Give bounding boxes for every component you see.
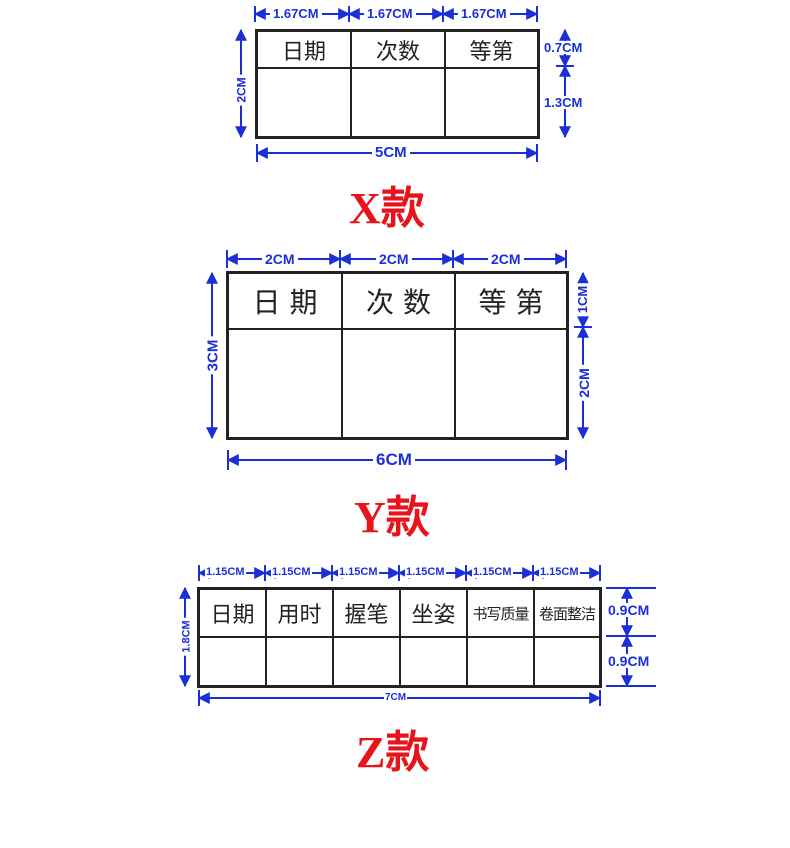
z-stamp-table: 日期 用时 握笔 坐姿 书写质量 卷面整洁 xyxy=(197,587,602,688)
x-cell-grade xyxy=(446,69,537,136)
y-stamp-table: 日 期 次 数 等 第 xyxy=(226,271,569,440)
x-header-height-dim: 0.7CM xyxy=(541,41,586,54)
z-width-dim: 7CM xyxy=(384,692,408,703)
y-header-count: 次 数 xyxy=(343,274,456,330)
x-body-height-dim: 1.3CM xyxy=(541,96,586,109)
x-col2-dim: 1.67CM xyxy=(364,7,416,20)
z-height-dim: 1.8CM xyxy=(181,617,193,656)
z-cell-neatness xyxy=(535,638,599,685)
z-header-time: 用时 xyxy=(267,590,334,638)
y-style-label: Y款 xyxy=(354,493,430,542)
z-header-neatness: 卷面整洁 xyxy=(535,590,599,638)
z-cell-posture xyxy=(401,638,468,685)
x-header-grade: 等第 xyxy=(446,32,537,69)
z-col2-dim: 1.15CM xyxy=(271,566,312,578)
x-height-dim: 2CM xyxy=(235,74,249,106)
z-col4-dim: 1.15CM xyxy=(405,566,446,578)
x-style-label: X款 xyxy=(349,184,425,233)
z-header-writing-quality: 书写质量 xyxy=(468,590,535,638)
z-col5-dim: 1.15CM xyxy=(472,566,513,578)
x-cell-date xyxy=(258,69,352,136)
y-col1-dim: 2CM xyxy=(262,252,298,266)
x-header-count: 次数 xyxy=(352,32,446,69)
y-col3-dim: 2CM xyxy=(488,252,524,266)
y-header-height-dim: 1CM xyxy=(575,282,590,317)
z-header-date: 日期 xyxy=(200,590,267,638)
y-body-height-dim: 2CM xyxy=(576,365,592,401)
z-style-label: Z款 xyxy=(356,728,430,777)
y-cell-grade xyxy=(456,330,566,437)
y-cell-date xyxy=(229,330,343,437)
y-header-grade: 等 第 xyxy=(456,274,566,330)
y-cell-count xyxy=(343,330,456,437)
x-width-dim: 5CM xyxy=(372,145,410,160)
y-height-dim: 3CM xyxy=(204,336,221,375)
x-header-date: 日期 xyxy=(258,32,352,69)
z-header-height-dim: 0.9CM xyxy=(605,603,653,617)
z-cell-writing-quality xyxy=(468,638,535,685)
x-col3-dim: 1.67CM xyxy=(458,7,510,20)
z-cell-grip xyxy=(334,638,401,685)
z-body-height-dim: 0.9CM xyxy=(605,654,653,668)
z-col3-dim: 1.15CM xyxy=(338,566,379,578)
y-width-dim: 6CM xyxy=(373,451,415,468)
z-col6-dim: 1.15CM xyxy=(539,566,580,578)
z-cell-date xyxy=(200,638,267,685)
y-col2-dim: 2CM xyxy=(376,252,412,266)
y-header-date: 日 期 xyxy=(229,274,343,330)
x-col1-dim: 1.67CM xyxy=(270,7,322,20)
x-cell-count xyxy=(352,69,446,136)
x-stamp-table: 日期 次数 等第 xyxy=(255,29,540,139)
z-cell-time xyxy=(267,638,334,685)
z-header-posture: 坐姿 xyxy=(401,590,468,638)
z-col1-dim: 1.15CM xyxy=(205,566,246,578)
z-header-grip: 握笔 xyxy=(334,590,401,638)
